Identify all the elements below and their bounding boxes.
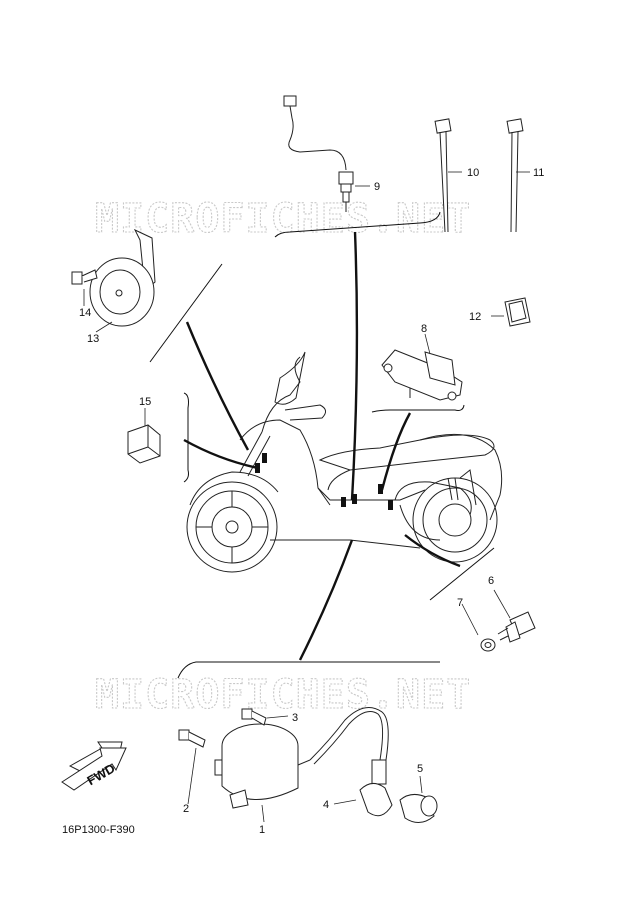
callout-14[interactable]: 14 xyxy=(79,307,91,319)
callout-2[interactable]: 2 xyxy=(183,803,189,815)
watermark-bottom: MICROFICHES.NET xyxy=(95,672,471,718)
callout-leaders xyxy=(83,171,530,823)
callout-7[interactable]: 7 xyxy=(457,597,463,609)
callout-5[interactable]: 5 xyxy=(417,763,423,775)
leader-lines xyxy=(183,231,461,661)
watermark-top: MICROFICHES.NET xyxy=(95,196,471,242)
o2-sensor[interactable] xyxy=(283,95,354,212)
horn[interactable] xyxy=(89,228,156,327)
cap-5[interactable] xyxy=(399,794,438,823)
callout-4[interactable]: 4 xyxy=(323,799,329,811)
group-outlines xyxy=(149,211,495,679)
cable-tie-11[interactable] xyxy=(506,118,524,233)
callout-10[interactable]: 10 xyxy=(467,167,479,179)
callout-15[interactable]: 15 xyxy=(139,396,151,408)
callouts: 9 10 11 12 8 15 14 13 7 6 3 2 1 4 5 xyxy=(79,167,544,836)
callout-1[interactable]: 1 xyxy=(259,824,265,836)
callout-12[interactable]: 12 xyxy=(469,311,481,323)
diagram-code: 16P1300-F390 xyxy=(62,824,135,836)
bolt-2[interactable] xyxy=(178,729,206,748)
callout-11[interactable]: 11 xyxy=(533,167,544,179)
plug-cap-4[interactable] xyxy=(309,707,393,817)
callout-6[interactable]: 6 xyxy=(488,575,494,587)
ignition-coil-1[interactable] xyxy=(214,723,311,809)
horn-bolt[interactable] xyxy=(71,269,98,285)
bolt-3[interactable] xyxy=(241,708,267,726)
temp-sensor-6[interactable] xyxy=(497,611,536,643)
callout-3[interactable]: 3 xyxy=(292,712,298,724)
bracket-8[interactable] xyxy=(381,349,463,401)
washer-7[interactable] xyxy=(480,638,496,652)
clip-12[interactable] xyxy=(504,297,531,327)
cable-tie-10[interactable] xyxy=(434,118,452,233)
callout-13[interactable]: 13 xyxy=(87,333,99,345)
relay-15[interactable] xyxy=(127,424,161,464)
scooter-illustration xyxy=(186,351,503,573)
forward-arrow: FWD xyxy=(61,741,127,791)
callout-9[interactable]: 9 xyxy=(374,181,380,193)
callout-8[interactable]: 8 xyxy=(421,323,427,335)
